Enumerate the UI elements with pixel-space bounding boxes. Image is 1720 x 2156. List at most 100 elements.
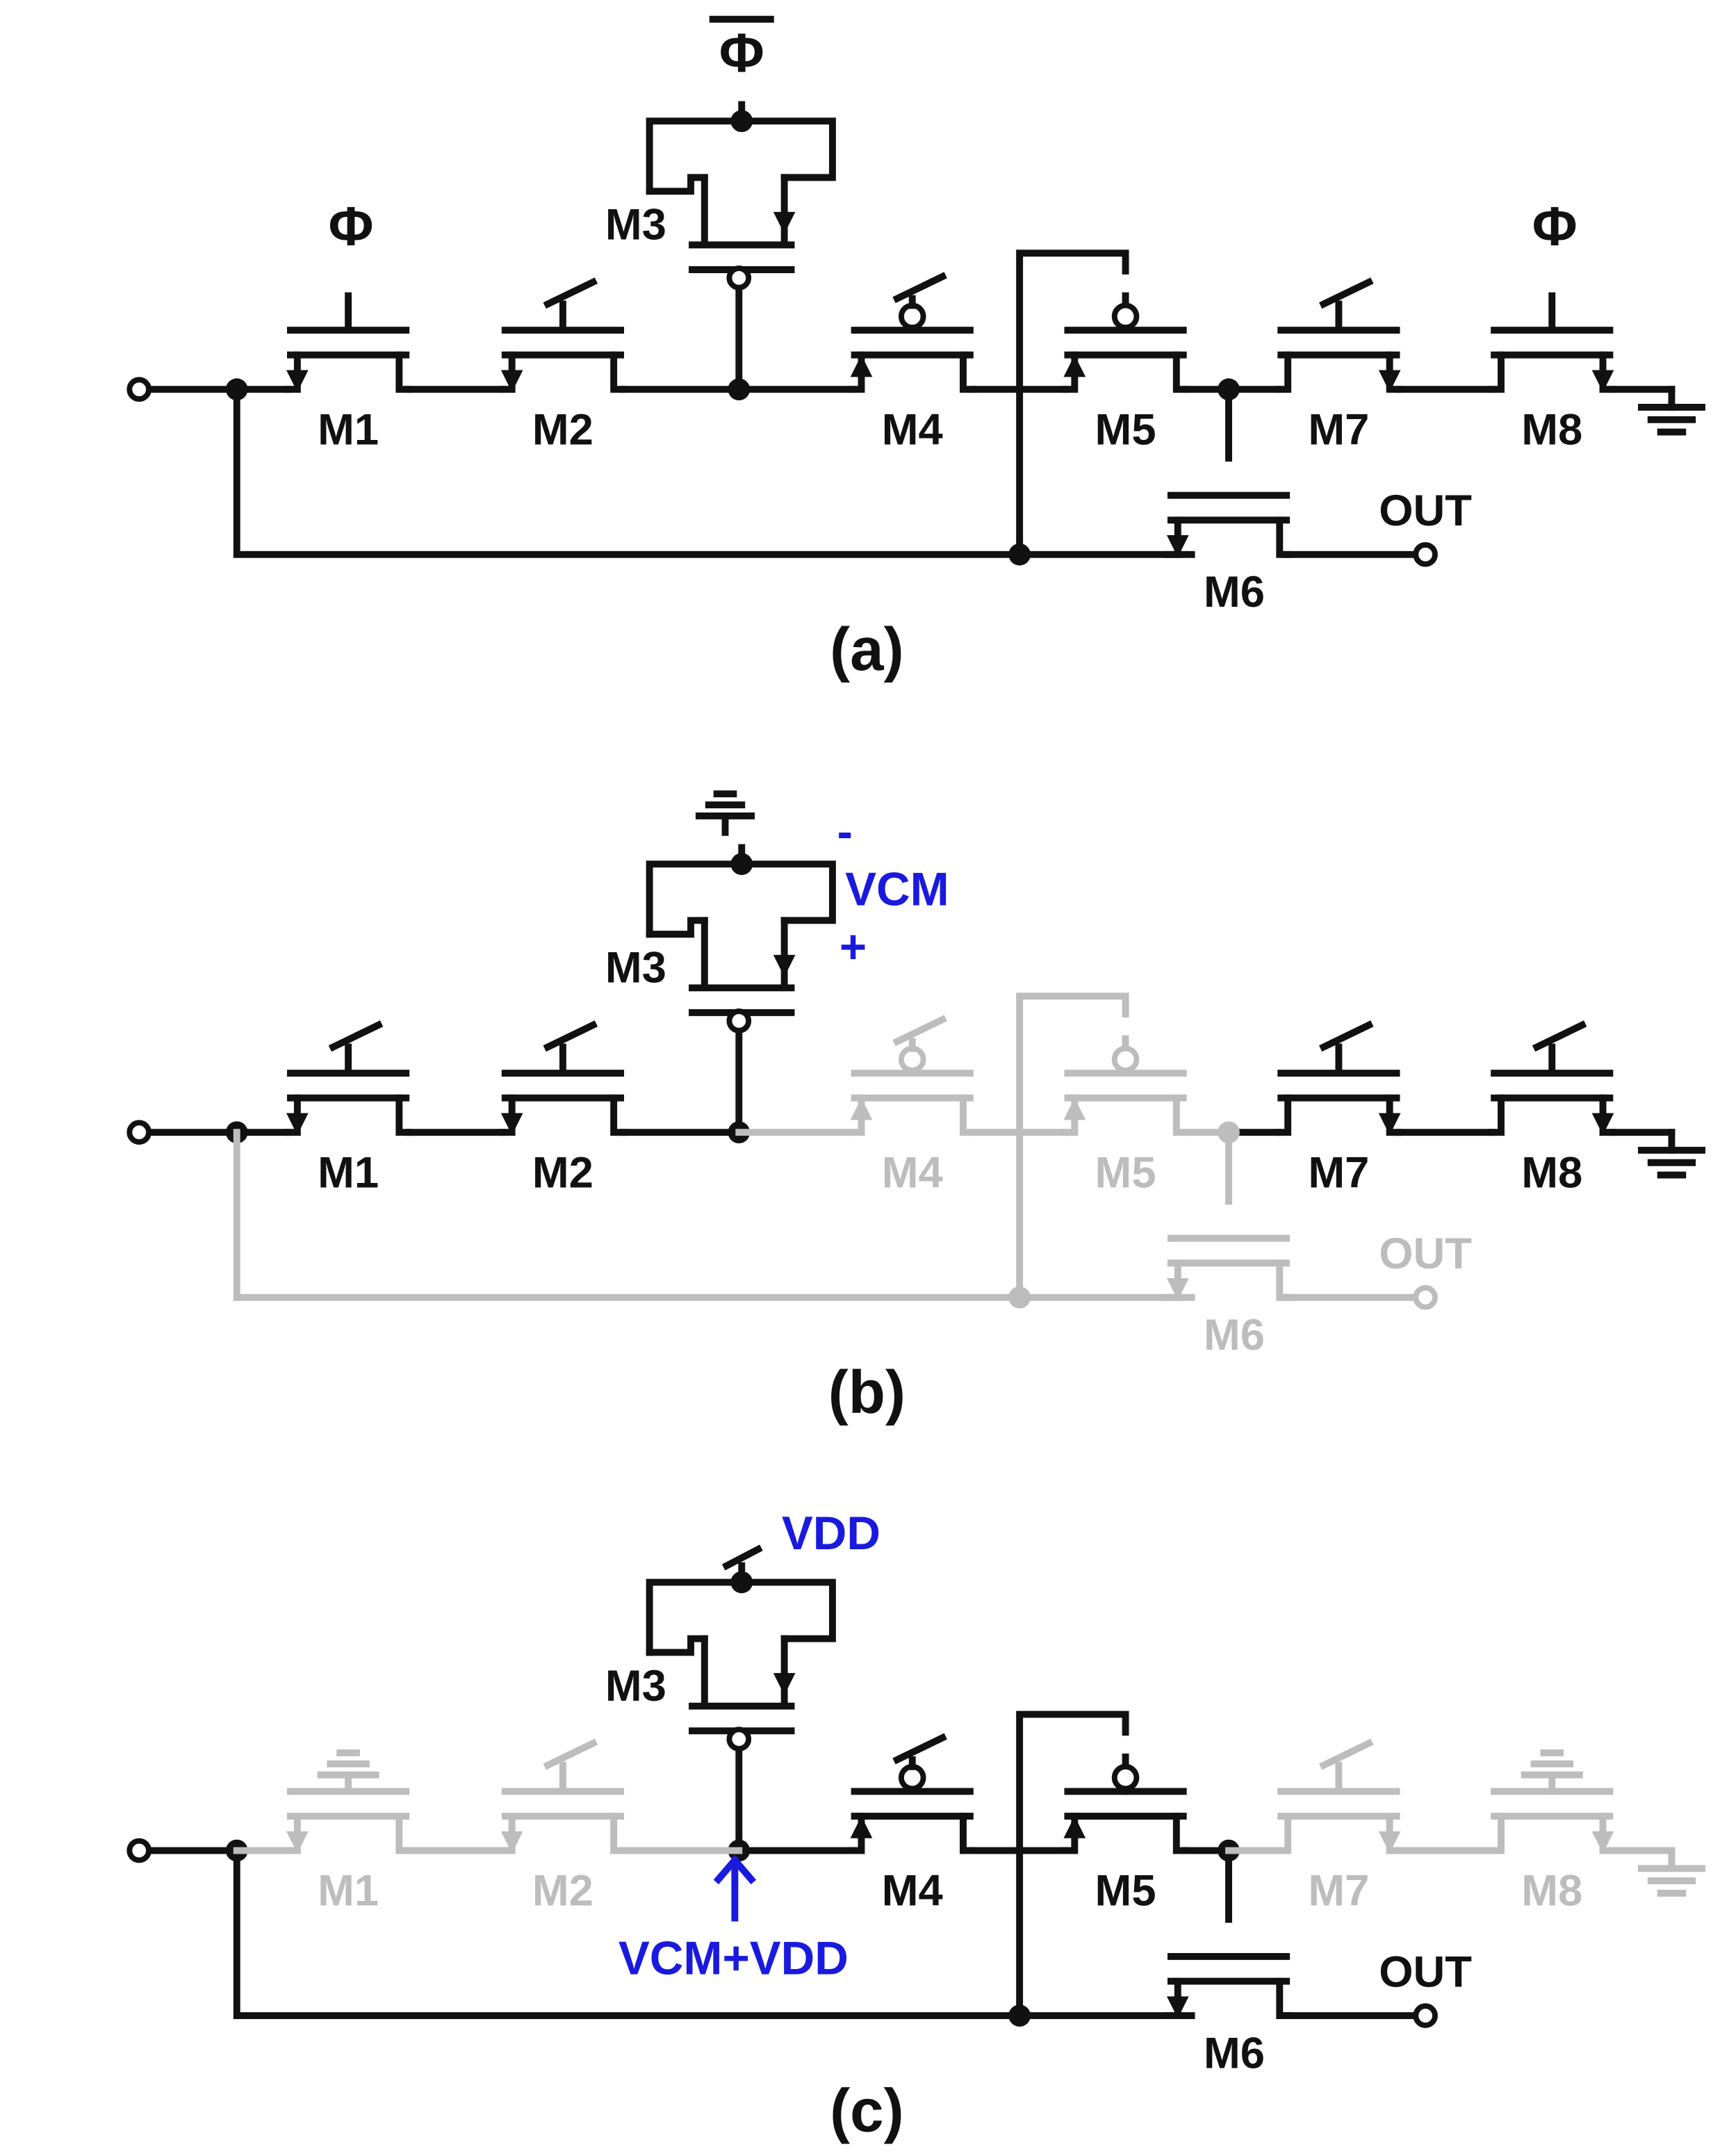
wires-active: OUT xyxy=(126,1562,1472,2028)
m2-label: M2 xyxy=(532,405,593,454)
m3-body xyxy=(689,174,795,273)
transistor-m3: M3Φ xyxy=(605,15,796,291)
transistor-m2: M2 xyxy=(501,1738,623,1916)
transistor-m5: M5 xyxy=(1063,292,1186,454)
m5-feedback-wire xyxy=(1016,250,1129,558)
gate-switch xyxy=(892,1733,947,1770)
m2-symbol xyxy=(501,1791,623,1853)
m5-label: M5 xyxy=(1095,1148,1156,1197)
annotation-vdd: VDD xyxy=(782,1508,881,1560)
m3-source-drain-loop xyxy=(646,860,836,938)
pmos-gate-bubble xyxy=(1111,1763,1140,1792)
transistor-m2: M2 xyxy=(501,1020,623,1197)
m3-arrow xyxy=(773,1673,796,1695)
transistor-m7: M7 xyxy=(1278,1738,1400,1916)
out-label: OUT xyxy=(1379,1230,1472,1278)
gate-ground-symbol xyxy=(1521,1749,1583,1779)
bottom-rail xyxy=(233,1129,1195,1301)
m3-source-drain-loop xyxy=(646,117,836,195)
transistor-m7: M7 xyxy=(1278,277,1400,454)
ground-symbol xyxy=(1641,389,1702,432)
m4-symbol xyxy=(851,330,973,389)
annotation-plus: + xyxy=(839,922,867,974)
m3-gate-bubble xyxy=(726,1008,752,1034)
m4-label: M4 xyxy=(882,1867,943,1916)
junction-m6-gate xyxy=(1218,378,1240,401)
m5-label: M5 xyxy=(1095,1867,1156,1916)
m5-symbol xyxy=(1063,330,1186,389)
m3-gate-bubble xyxy=(726,266,752,291)
transistor-m2: M2 xyxy=(501,277,623,454)
vcm-terminal xyxy=(126,1838,152,1863)
transistor-m8: M8 xyxy=(1491,1749,1614,1916)
m5-feedback-wire xyxy=(1016,1710,1129,2020)
junction-m6-gate xyxy=(1218,1121,1240,1144)
ground-icon xyxy=(1641,1851,1702,1893)
ground-symbol xyxy=(1641,1851,1702,1893)
vcm-terminal xyxy=(126,377,152,402)
pmos-gate-bubble xyxy=(1111,1045,1140,1074)
vdd-switch xyxy=(721,1544,763,1571)
ground-symbol xyxy=(1641,1132,1702,1175)
gate-switch xyxy=(543,277,598,334)
m1-symbol xyxy=(286,1073,409,1135)
m4-symbol xyxy=(851,1073,973,1132)
transistor-m4: M4 xyxy=(851,1015,973,1197)
gate-switch xyxy=(1319,1738,1374,1795)
transistor-m6: M6 xyxy=(1167,1957,1289,2077)
m3-ground-icon xyxy=(699,794,751,832)
m5-symbol xyxy=(1063,1791,1186,1850)
junction-m3-top xyxy=(730,1571,753,1594)
annotation-vcm-vdd: VCM+VDD xyxy=(619,1933,849,1985)
vcm-terminal xyxy=(126,1120,152,1145)
m8-label: M8 xyxy=(1521,1867,1582,1916)
transistor-m1: ΦM1 xyxy=(286,195,409,454)
m6-label: M6 xyxy=(1204,1311,1265,1359)
transistor-m4: M4 xyxy=(851,272,973,454)
m3-label: M3 xyxy=(605,943,666,992)
gate-switch xyxy=(543,1020,598,1077)
transistor-m8: ΦM8 xyxy=(1491,195,1614,454)
transistor-m5: M5 xyxy=(1063,1753,1186,1916)
m3-body xyxy=(689,1635,795,1735)
m8-symbol xyxy=(1491,1791,1614,1853)
m7-symbol xyxy=(1278,1791,1400,1853)
m1-symbol xyxy=(286,1791,409,1853)
m7-symbol xyxy=(1278,1073,1400,1135)
transistor-m1: M1 xyxy=(286,1749,409,1916)
gate-switch xyxy=(892,272,947,309)
panel-caption: (c) xyxy=(830,2077,903,2144)
out-terminal xyxy=(1413,2003,1438,2028)
gate-label-phi-bar: Φ xyxy=(719,22,764,83)
wires-inactive: OUT xyxy=(233,993,1472,1310)
m5-symbol xyxy=(1063,1073,1186,1132)
m8-label: M8 xyxy=(1521,405,1582,454)
ground-icon xyxy=(1641,389,1702,432)
gate-label-phi: Φ xyxy=(329,195,374,256)
m3-body-loop xyxy=(646,174,708,195)
ground-icon xyxy=(1641,1132,1702,1175)
m3-body-loop xyxy=(646,917,708,938)
transistor-m8: M8 xyxy=(1491,1020,1614,1197)
m8-symbol xyxy=(1491,330,1614,392)
gate-switch xyxy=(328,1020,384,1077)
junction-bottom-rail xyxy=(1008,543,1031,566)
m1-label: M1 xyxy=(318,1148,379,1197)
gate-switch xyxy=(1319,1020,1374,1077)
m7-label: M7 xyxy=(1308,405,1369,454)
m3-body xyxy=(689,917,795,1016)
m6-symbol xyxy=(1167,1239,1289,1300)
m1-symbol xyxy=(286,330,409,392)
annotation-arrow xyxy=(713,1854,757,1922)
m4-label: M4 xyxy=(882,405,943,454)
gate-switch xyxy=(892,1015,947,1052)
transistor-m1: M1 xyxy=(286,1020,409,1197)
bottom-rail xyxy=(233,386,1195,558)
transistor-m3: M3 xyxy=(605,794,796,1034)
junction-bottom-rail xyxy=(1008,2004,1031,2027)
